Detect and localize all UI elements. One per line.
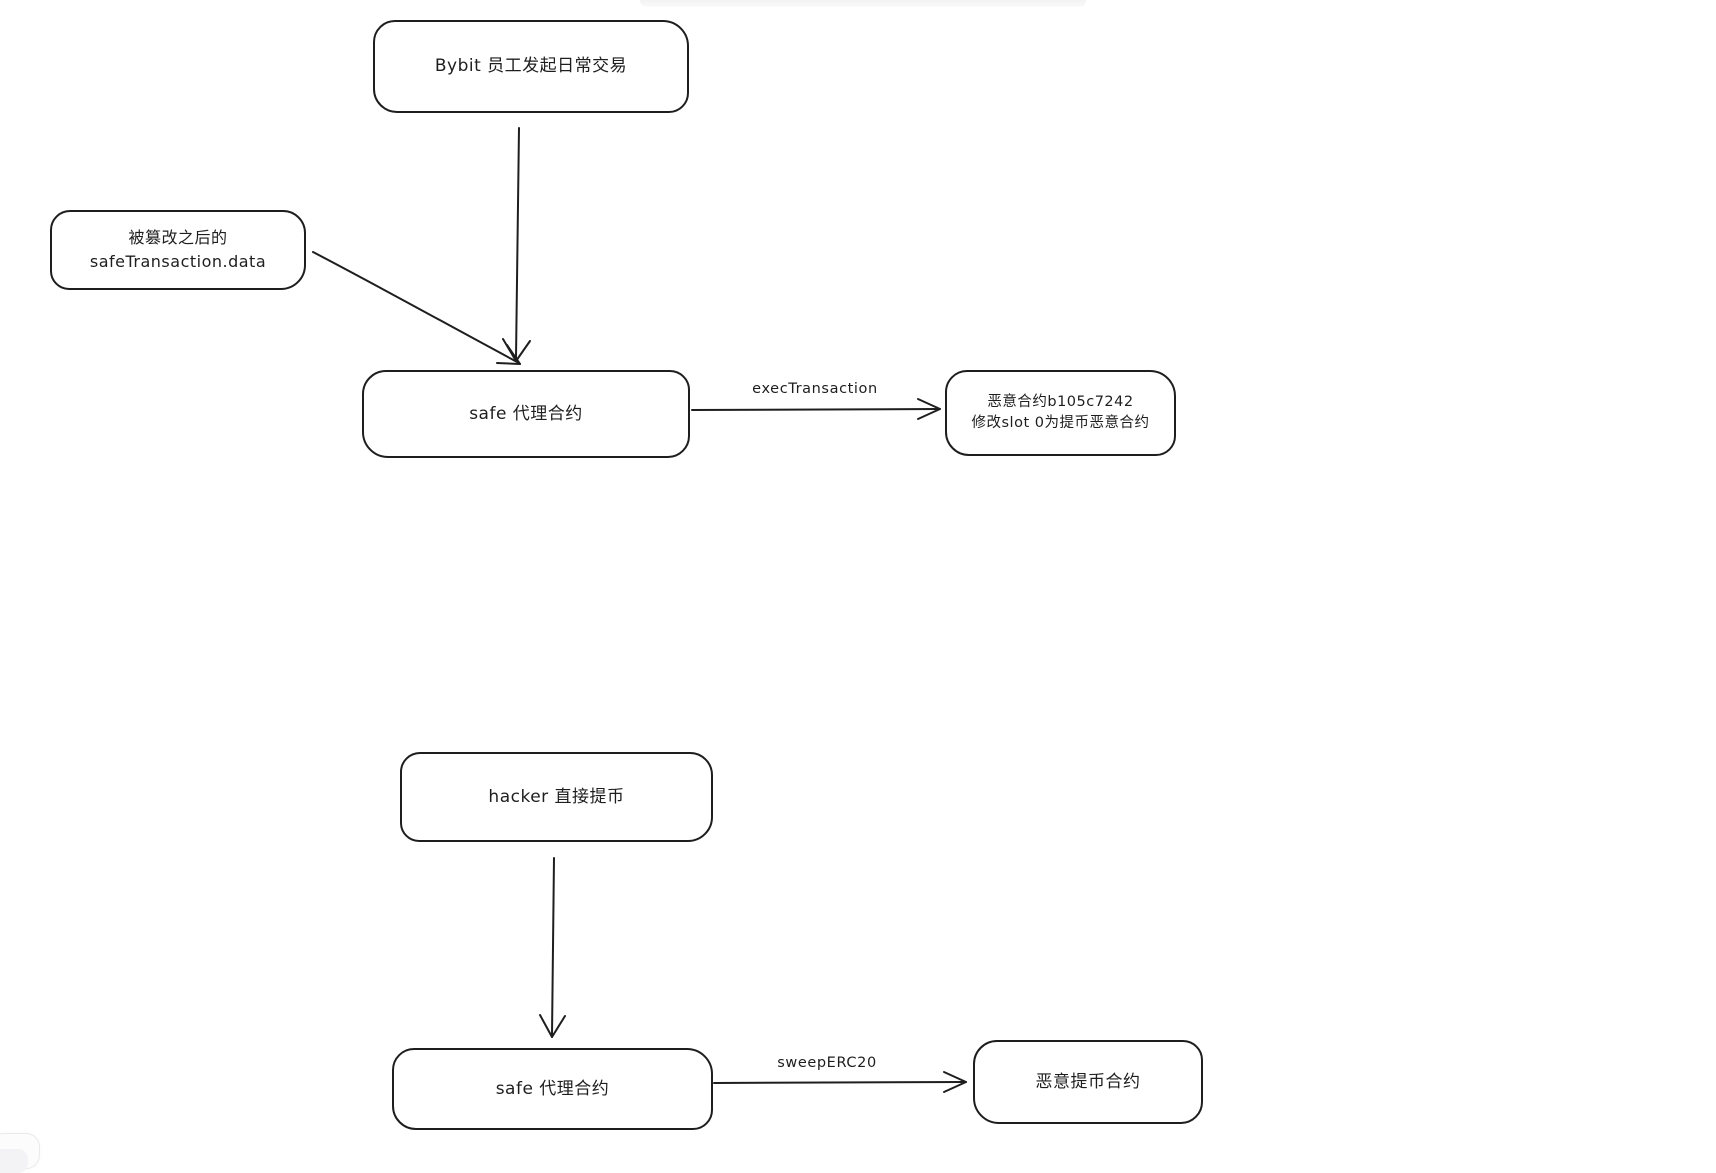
node-malicious-contract[interactable]: 恶意合约b105c7242 修改slot 0为提币恶意合约 (945, 370, 1176, 456)
node-bybit-label: Bybit 员工发起日常交易 (434, 56, 628, 77)
node-safe-bottom-label: safe 代理合约 (495, 1078, 610, 1099)
node-safe-top-label: safe 代理合约 (469, 403, 583, 424)
edge-label-exec-transaction[interactable]: execTransaction (749, 381, 881, 397)
toolbar-island-edge (640, 0, 1086, 7)
node-tampered-line1: 被篡改之后的 (128, 228, 228, 247)
node-tampered-line2: safeTransaction.data (89, 252, 267, 271)
arrow-bybit-to-safe-proxy[interactable] (502, 127, 531, 362)
arrow-hacker-to-safe-proxy[interactable] (539, 857, 566, 1038)
arrow-tampered-data-to-safe-proxy[interactable] (312, 251, 521, 365)
edge-label-sweep-erc20[interactable]: sweepERC20 (774, 1055, 880, 1071)
arrow-exec-transaction[interactable] (691, 398, 941, 420)
arrow-sweep-erc20[interactable] (713, 1071, 967, 1093)
node-hacker-label: hacker 直接提币 (488, 786, 625, 807)
node-tampered-safetransaction-data[interactable]: 被篡改之后的 safeTransaction.data (50, 210, 306, 290)
node-malicious-line1: 恶意合约b105c7242 (987, 394, 1134, 411)
node-hacker-direct-withdraw[interactable]: hacker 直接提币 (400, 752, 713, 842)
node-malicious-withdraw-contract[interactable]: 恶意提币合约 (973, 1040, 1203, 1124)
node-bybit-employee-tx[interactable]: Bybit 员工发起日常交易 (373, 20, 689, 113)
node-malicious-line2: 修改slot 0为提币恶意合约 (971, 415, 1150, 431)
node-safe-proxy-contract-bottom[interactable]: safe 代理合约 (392, 1048, 713, 1130)
node-malicious-sweep-label: 恶意提币合约 (1035, 1071, 1141, 1092)
node-safe-proxy-contract-top[interactable]: safe 代理合约 (362, 370, 690, 458)
bottom-left-corner-button-inner (0, 1149, 28, 1173)
